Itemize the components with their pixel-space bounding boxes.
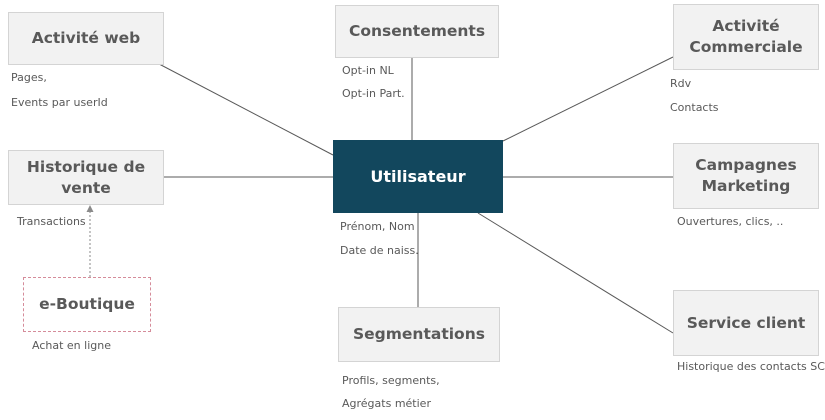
node-activite-commerciale: Activité Commerciale [673, 4, 819, 70]
caption-line: Opt-in Part. [342, 87, 405, 100]
node-activite-web: Activité web [8, 12, 164, 65]
node-label-line1: Historique de [26, 157, 146, 176]
caption-e-boutique: Achat en ligne [32, 339, 111, 352]
caption-segmentations: Profils, segments, Agrégats métier [342, 374, 440, 410]
caption-line: Events par userId [11, 96, 108, 109]
connector-service-client [477, 212, 674, 334]
node-label: Activité web [31, 29, 141, 47]
caption-consentements: Opt-in NL Opt-in Part. [342, 64, 405, 100]
caption-line: Achat en ligne [32, 339, 111, 352]
caption-line: Date de naiss. [340, 244, 419, 257]
caption-line: Ouvertures, clics, .. [677, 215, 784, 228]
node-label: Segmentations [353, 325, 485, 343]
connector-activite-commerciale [502, 56, 674, 142]
caption-historique-vente: Transactions [17, 215, 86, 228]
caption-line: Agrégats métier [342, 397, 431, 410]
caption-line: Prénom, Nom [340, 220, 415, 233]
caption-line: Rdv [670, 77, 692, 90]
caption-activite-commerciale: Rdv Contacts [670, 77, 719, 114]
caption-utilisateur: Prénom, Nom Date de naiss. [340, 220, 419, 257]
caption-line: Opt-in NL [342, 64, 394, 77]
node-label-line2: Marketing [701, 177, 791, 195]
node-label-line2: Commerciale [689, 38, 803, 56]
caption-activite-web: Pages, Events par userId [11, 71, 108, 109]
caption-line: Profils, segments, [342, 374, 440, 387]
node-historique-vente: Historique de vente [8, 150, 164, 205]
node-utilisateur: Utilisateur [333, 140, 503, 213]
node-service-client: Service client [673, 290, 819, 356]
caption-service-client: Historique des contacts SC [677, 360, 825, 373]
node-consentements: Consentements [335, 5, 499, 58]
node-label: Service client [686, 313, 806, 332]
caption-line: Transactions [17, 215, 86, 228]
connector-activite-web [139, 53, 334, 156]
node-campagnes-marketing: Campagnes Marketing [673, 143, 819, 209]
node-label: e-Boutique [39, 295, 135, 313]
node-label: Utilisateur [370, 167, 466, 186]
caption-campagnes-marketing: Ouvertures, clics, .. [677, 215, 783, 228]
node-e-boutique: e-Boutique [23, 277, 151, 332]
node-label-line1: Campagnes [695, 156, 797, 174]
node-label: Consentements [348, 22, 486, 40]
caption-line: Pages, [11, 71, 47, 84]
node-segmentations: Segmentations [338, 307, 500, 362]
node-label-line2: vente [61, 178, 111, 197]
caption-line: Contacts [670, 101, 719, 114]
node-label-line1: Activité [712, 17, 780, 35]
caption-line: Historique des contacts SC [677, 360, 825, 373]
arrowhead-icon [86, 205, 94, 212]
